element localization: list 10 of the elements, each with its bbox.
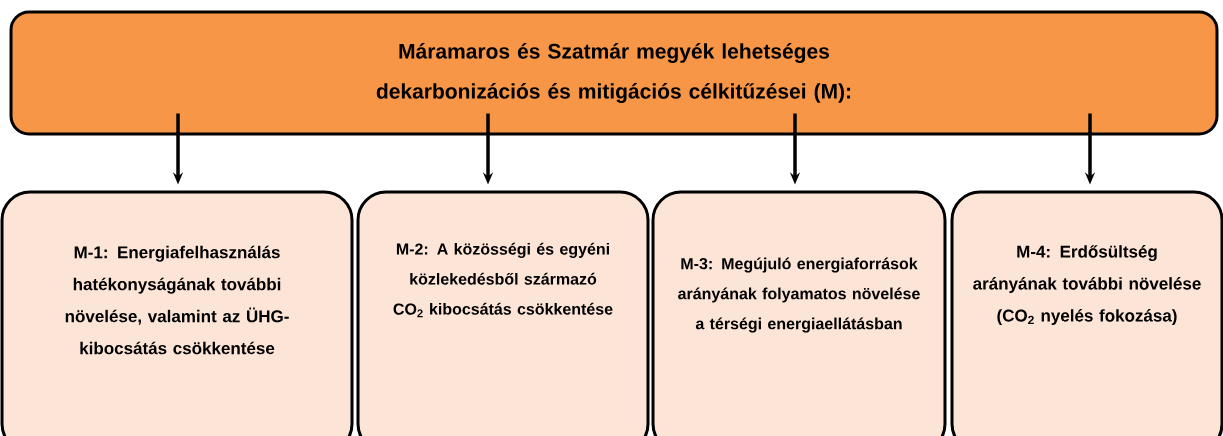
goal-text: M-3: Megújuló energiaforrások arányának folyamatos növelése a térségi energiaellátásban (678, 257, 920, 333)
goal-text: M-1: Energiafelhasználás hatékonyságának további növelése, valamint az ÜHG-kibocsátás csökkentése (65, 245, 289, 355)
goal-text: M-2: A közösségi és egyéni közlekedésből származó CO$_{2}$ kibocsátás csökkentése (393, 242, 613, 318)
heading-box (9, 10, 1219, 136)
goal-box (950, 190, 1223, 436)
goal-box (651, 190, 947, 436)
goal-box (356, 190, 650, 436)
goal-text: M-4: Erdősültség arányának további növelése (CO$_{2}$ nyelés fokozása) (973, 245, 1201, 325)
heading-text: Máramaros és Szatmár megyék lehetséges dekarbonizációs és mitigációs célkitűzései (M): (376, 43, 851, 103)
goal-box (0, 190, 354, 436)
